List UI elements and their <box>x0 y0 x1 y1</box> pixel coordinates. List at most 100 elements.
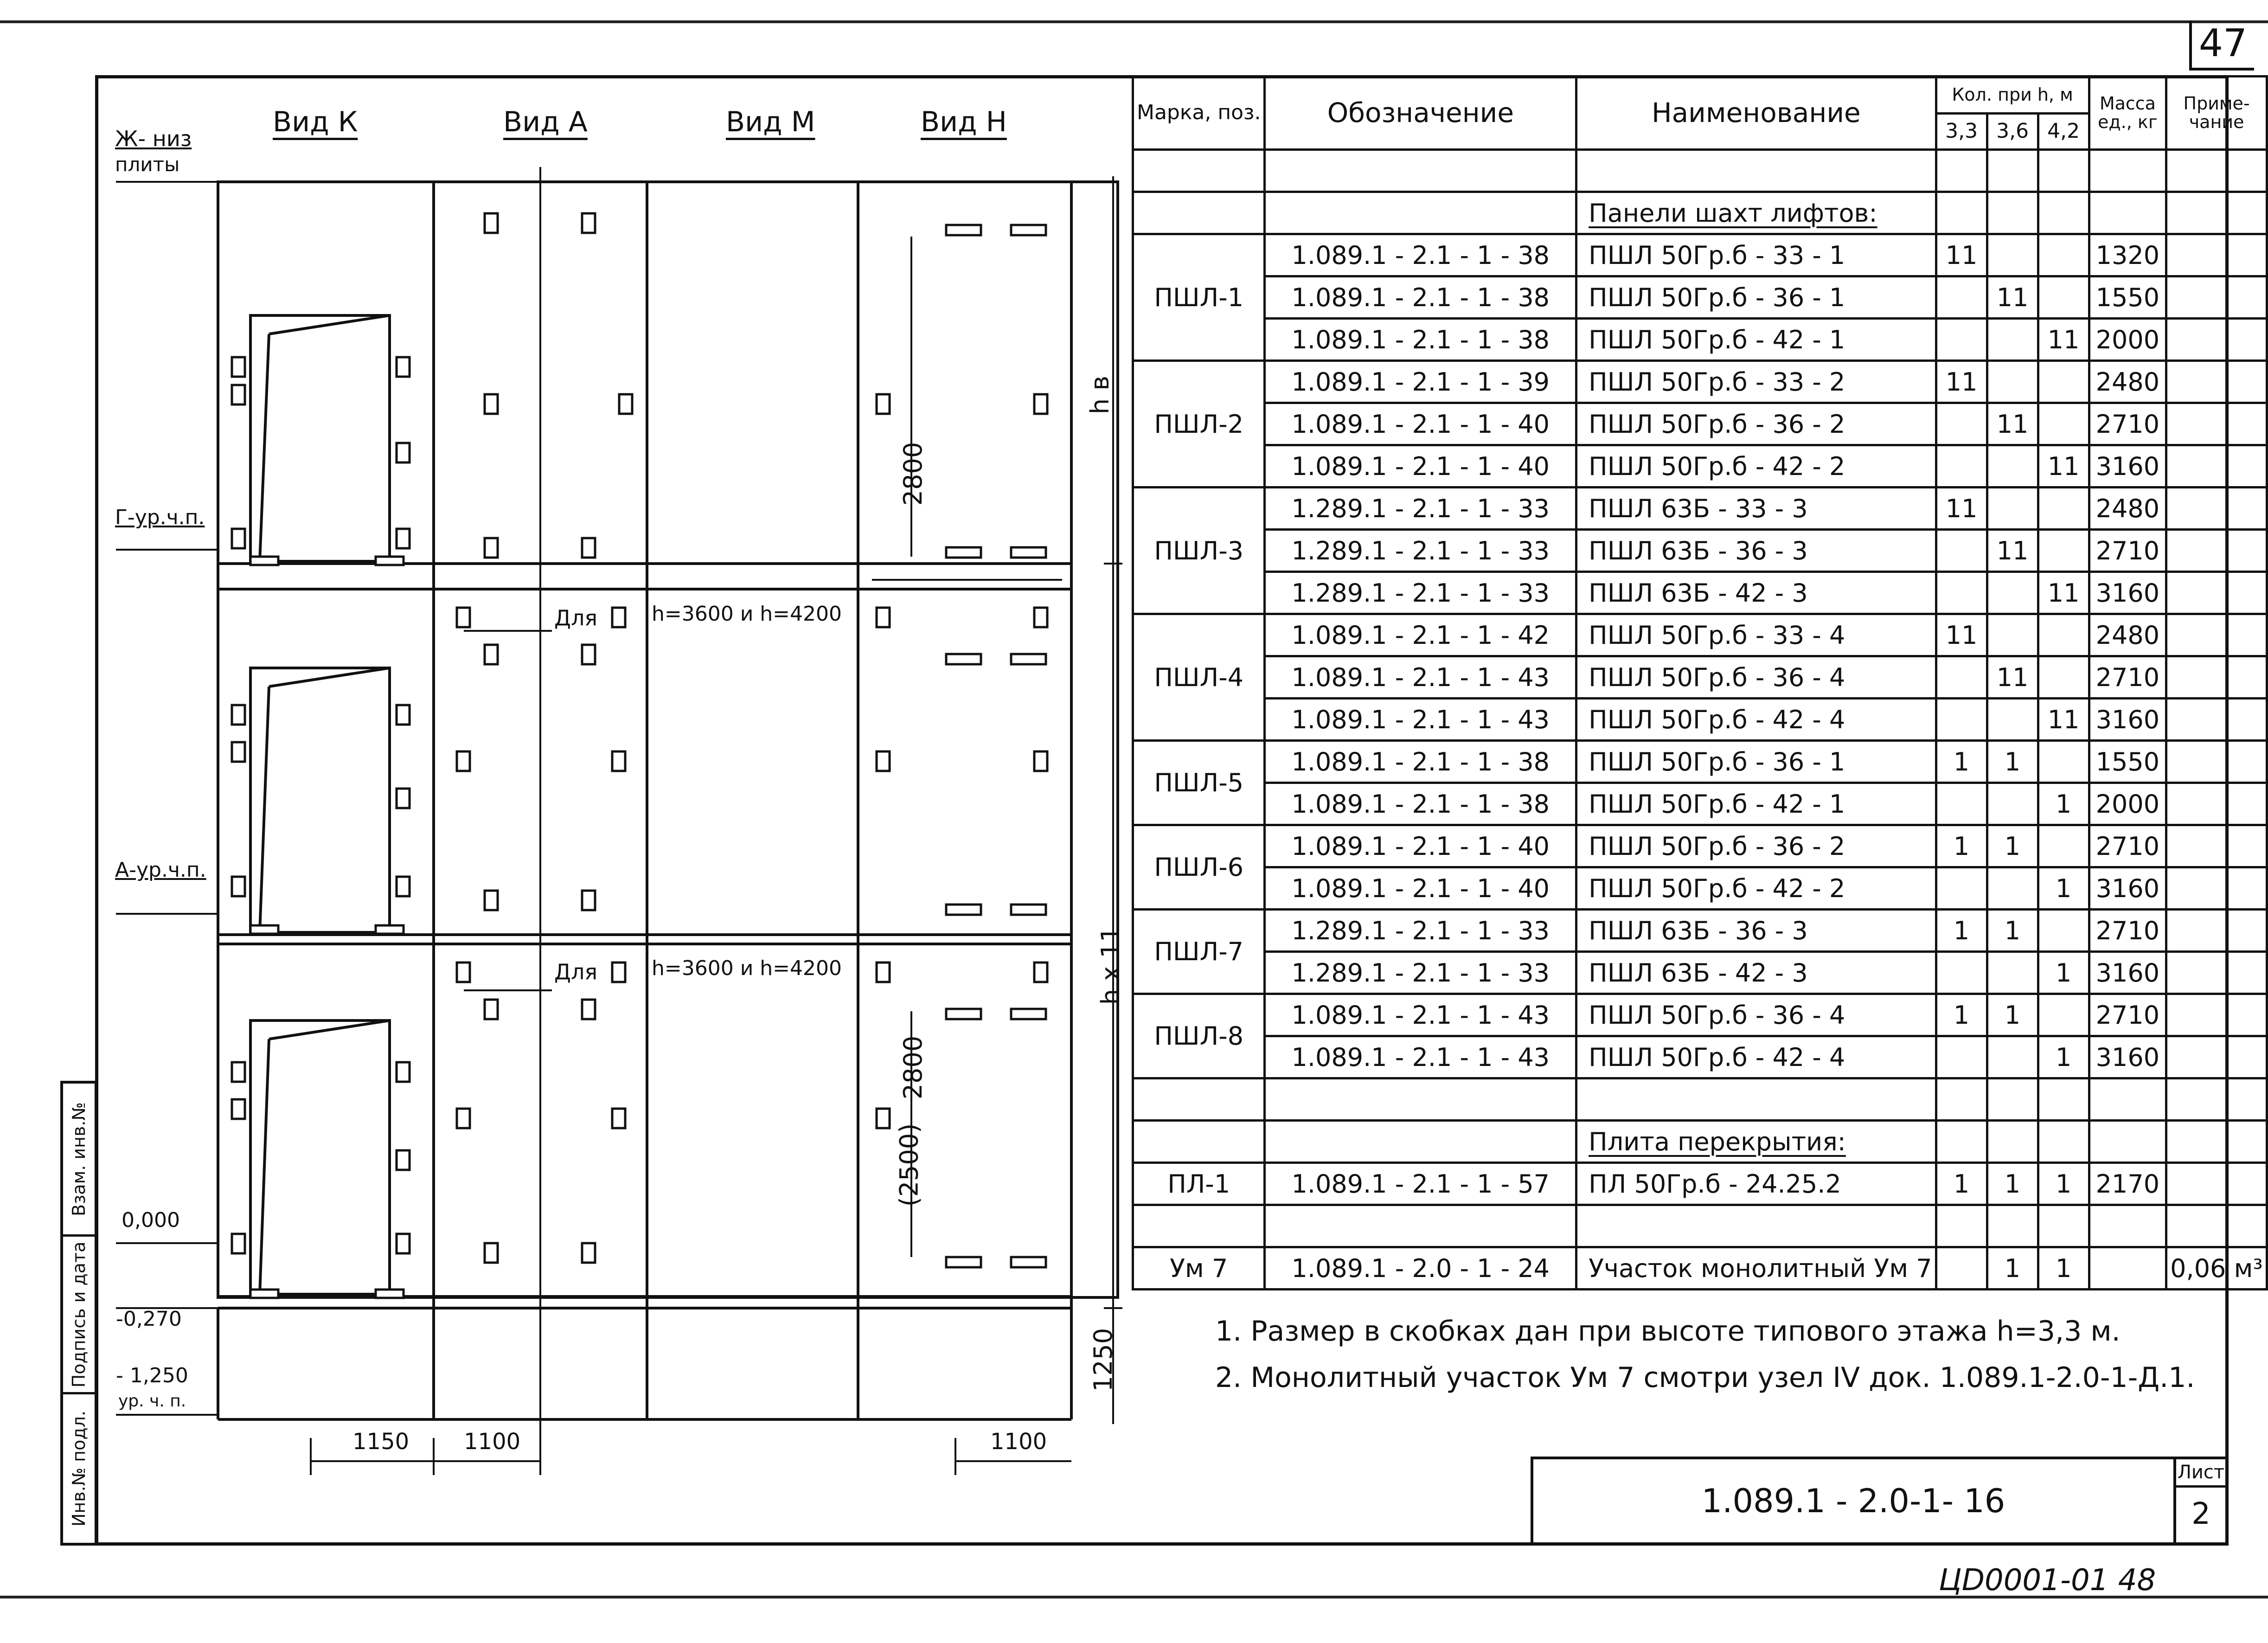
name-cell: ПШЛ 63Б - 42 - 3 <box>1575 571 1937 615</box>
note-cell <box>2165 402 2268 446</box>
empty-cell <box>2037 148 2090 193</box>
qty-33-cell: 11 <box>1935 359 1988 404</box>
col-mass: Масса ед., кг <box>2088 75 2168 151</box>
designation-cell: 1.289.1 - 2.1 - 1 - 33 <box>1263 908 1578 953</box>
empty-cell <box>1575 148 1937 193</box>
stamp-sheet-value: 2 <box>2191 1497 2210 1531</box>
dim-1250: 1250 <box>1089 1328 1118 1392</box>
section-row-panels: Панели шахт лифтов: <box>1131 191 2268 235</box>
annot-h-note-1: h=3600 и h=4200 <box>652 602 842 626</box>
designation-cell: 1.089.1 - 2.1 - 1 - 40 <box>1263 866 1578 911</box>
designation-cell: 1.089.1 - 2.1 - 1 - 38 <box>1263 782 1578 826</box>
name-cell: ПШЛ 63Б - 42 - 3 <box>1575 950 1937 995</box>
designation-cell: 1.089.1 - 2.1 - 1 - 43 <box>1263 993 1578 1037</box>
qty-42-cell <box>2037 275 2090 320</box>
designation-cell: 1.289.1 - 2.1 - 1 - 33 <box>1263 571 1578 615</box>
empty-cell <box>2037 1077 2090 1122</box>
name-cell: ПШЛ 50Гр.б - 36 - 2 <box>1575 402 1937 446</box>
view-title-k: Вид К <box>273 106 358 138</box>
mass-cell: 2170 <box>2088 1162 2168 1206</box>
mark-cell: ПШЛ-5 <box>1131 739 1266 826</box>
designation-cell: 1.089.1 - 2.1 - 1 - 43 <box>1263 655 1578 700</box>
side-strip: Взам. инв.№ Подпись и дата Инв.№ подл. <box>60 1081 97 1546</box>
q36-cell: 1 <box>1986 1162 2039 1206</box>
spacer-row <box>1131 1077 2268 1122</box>
qty-36-cell: 1 <box>1986 739 2039 784</box>
qty-42-cell: 1 <box>2037 1035 2090 1079</box>
des-cell: 1.089.1 - 2.1 - 1 - 57 <box>1263 1162 1578 1206</box>
des-cell: 1.089.1 - 2.0 - 1 - 24 <box>1263 1246 1578 1290</box>
elevation-outline <box>217 180 1119 1299</box>
note-cell <box>2165 275 2268 320</box>
empty-cell <box>1935 1077 1988 1122</box>
name-cell: ПШЛ 50Гр.б - 33 - 2 <box>1575 359 1937 404</box>
name-cell: ПШЛ 50Гр.б - 36 - 4 <box>1575 993 1937 1037</box>
empty-cell <box>1131 1119 1266 1164</box>
col-note: Приме- чание <box>2165 75 2268 151</box>
name-cell: ПШЛ 50Гр.б - 33 - 1 <box>1575 233 1937 277</box>
note-cell <box>2165 993 2268 1037</box>
qty-36-cell: 11 <box>1986 275 2039 320</box>
name-cell: ПШЛ 50Гр.б - 36 - 4 <box>1575 655 1937 700</box>
empty-cell <box>2165 191 2268 235</box>
name-cell: ПШЛ 50Гр.б - 42 - 2 <box>1575 444 1937 488</box>
qty-42-cell <box>2037 233 2090 277</box>
sheet-number: 47 <box>2189 20 2254 71</box>
empty-cell <box>1986 148 2039 193</box>
view-title-a: Вид А <box>503 106 588 138</box>
qty-33-cell: 1 <box>1935 993 1988 1037</box>
qty-33-cell <box>1935 317 1988 362</box>
dim-2800-bottom: 2800 <box>898 1035 928 1100</box>
qty-42-cell <box>2037 908 2090 953</box>
mass-cell: 2710 <box>2088 993 2168 1037</box>
mass-cell: 3160 <box>2088 866 2168 911</box>
dim-h-x-11: h x 11 <box>1096 926 1126 1005</box>
name-cell: ПШЛ 50Гр.б - 36 - 1 <box>1575 275 1937 320</box>
empty-cell <box>1263 148 1578 193</box>
qty-36-cell <box>1986 571 2039 615</box>
view-title-m: Вид М <box>726 106 815 138</box>
col-q33: 3,3 <box>1935 112 1988 151</box>
mass-cell: 3160 <box>2088 1035 2168 1079</box>
mass-cell: 2480 <box>2088 359 2168 404</box>
designation-cell: 1.089.1 - 2.1 - 1 - 40 <box>1263 444 1578 488</box>
level-g: Г-ур.ч.п. <box>115 506 205 529</box>
level-zero: 0,000 <box>122 1208 180 1232</box>
empty-cell <box>1986 191 2039 235</box>
empty-cell <box>1986 1204 2039 1248</box>
qty-36-cell: 11 <box>1986 655 2039 700</box>
mass-cell: 3160 <box>2088 571 2168 615</box>
qty-42-cell <box>2037 993 2090 1037</box>
bottom-border-line <box>0 1596 2268 1598</box>
designation-cell: 1.089.1 - 2.1 - 1 - 38 <box>1263 739 1578 784</box>
annot-h-note-2: h=3600 и h=4200 <box>652 956 842 980</box>
qty-42-cell: 11 <box>2037 444 2090 488</box>
view-title-n: Вид Н <box>921 106 1007 138</box>
col-name: Наименование <box>1575 75 1937 151</box>
qty-36-cell <box>1986 233 2039 277</box>
note-cell <box>2165 782 2268 826</box>
mass-cell: 1550 <box>2088 739 2168 784</box>
qty-42-cell <box>2037 739 2090 784</box>
qty-36-cell <box>1986 359 2039 404</box>
qty-36-cell: 11 <box>1986 528 2039 573</box>
mark-cell: ПШЛ-2 <box>1131 359 1266 488</box>
note-cell <box>2165 697 2268 742</box>
qty-33-cell <box>1935 655 1988 700</box>
note-cell <box>2165 950 2268 995</box>
mark-cell: ПШЛ-3 <box>1131 486 1266 615</box>
stamp-sheet-box: Лист 2 <box>2173 1459 2226 1543</box>
designation-cell: 1.089.1 - 2.1 - 1 - 42 <box>1263 613 1578 657</box>
mass-cell <box>2088 1246 2168 1290</box>
qty-42-cell <box>2037 655 2090 700</box>
name-cell: ПШЛ 63Б - 36 - 3 <box>1575 908 1937 953</box>
